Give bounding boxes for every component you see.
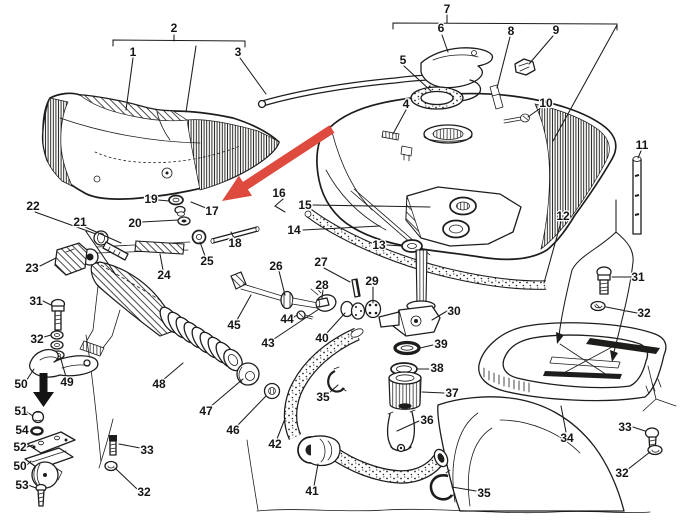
part-label-34: 34 [560,431,574,445]
wire-clip-illustration [386,409,416,453]
tank-bracket-illustration [350,186,522,258]
saddle-illustration [41,92,280,200]
spring-bellows-illustration [159,306,243,372]
tank-strap-illustration [304,209,547,290]
ground-line [256,508,651,514]
part-label-32: 32 [137,485,151,499]
mount-pin-illustration [632,156,642,235]
part-label-25: 25 [200,254,214,268]
part-label-53: 53 [15,478,29,492]
part-label-31: 31 [29,294,43,308]
part-label-40: 40 [315,331,329,345]
fuel-cap-illustration [410,47,536,124]
part-label-11: 11 [636,138,649,152]
hook-bracket-illustration [28,348,99,378]
part-label-13: 13 [372,238,386,252]
red-arrow-annotation [222,125,335,201]
tap-gasket-illustration [393,340,421,356]
part-label-20: 20 [128,216,142,230]
part-label-30: 30 [447,304,461,318]
part-label-32: 32 [30,332,44,346]
cap-pin [489,84,504,110]
part-label-49: 49 [60,375,74,389]
part-label-47: 47 [199,404,213,418]
part-label-35: 35 [477,486,491,500]
part-label-21: 21 [73,215,87,229]
seat-washers-illustration [168,194,260,245]
lever-rod-illustration [230,271,293,304]
part-label-8: 8 [508,24,515,38]
part-label-42: 42 [268,437,282,451]
cap-nut [514,58,536,76]
part-label-1: 1 [130,45,137,59]
part-label-33: 33 [618,420,632,434]
rear-fender-illustration [246,396,625,512]
pivot-bolt-illustration [54,230,129,276]
part-label-12: 12 [556,209,570,223]
part-label-14: 14 [287,223,301,237]
filter-cup-illustration [388,371,422,410]
part-label-32: 32 [615,466,629,480]
part-label-5: 5 [400,53,407,67]
part-label-31: 31 [631,270,645,284]
part-label-45: 45 [227,318,241,332]
part-label-6: 6 [438,21,445,35]
hose-clamp-left-illustration [327,366,347,393]
leader-lines [25,14,651,492]
part-label-27: 27 [314,255,328,269]
part-label-23: 23 [25,261,39,275]
part-label-22: 22 [26,199,40,213]
part-label-54: 54 [15,423,29,437]
part-label-43: 43 [261,336,275,350]
part-label-52: 52 [13,440,27,454]
part-label-44: 44 [280,312,294,326]
part-label-3: 3 [235,45,242,59]
down-arrow-icon [33,373,54,407]
fuel-tap-illustration [378,249,441,337]
part-label-15: 15 [298,198,312,212]
part-label-50: 50 [14,377,28,391]
part-label-19: 19 [144,192,158,206]
part-label-48: 48 [152,377,166,391]
part-label-18: 18 [228,236,242,250]
part-label-38: 38 [430,361,444,375]
luggage-carrier-illustration [478,322,677,412]
caster-parts-illustration [24,410,76,507]
part-label-32: 32 [637,306,651,320]
part-label-41: 41 [305,484,319,498]
part-label-28: 28 [315,278,329,292]
part-label-46: 46 [226,423,240,437]
part-label-16: 16 [272,186,286,200]
mid-bolt-washer-illustration [104,435,118,472]
hose-sleeve-illustration [297,435,341,467]
part-label-50: 50 [13,459,27,473]
hose-clamp-right-illustration [429,469,456,501]
part-label-26: 26 [269,259,283,273]
part-label-2: 2 [171,21,178,35]
part-label-17: 17 [205,204,219,218]
part-label-35: 35 [316,390,330,404]
fuel-hose-illustration [283,327,449,484]
part-label-39: 39 [434,337,448,351]
right-bolt-washers-illustration [590,266,663,456]
seat-bracket-mechanism-illustration [79,240,191,469]
part-label-37: 37 [445,386,459,400]
part-label-7: 7 [444,2,451,16]
part-label-10: 10 [539,96,553,110]
part-label-9: 9 [553,23,560,37]
part-label-29: 29 [365,274,379,288]
part-label-36: 36 [420,413,434,427]
part-label-33: 33 [140,443,154,457]
part-label-51: 51 [14,404,28,418]
part-label-24: 24 [157,268,171,282]
part-label-4: 4 [403,97,410,111]
